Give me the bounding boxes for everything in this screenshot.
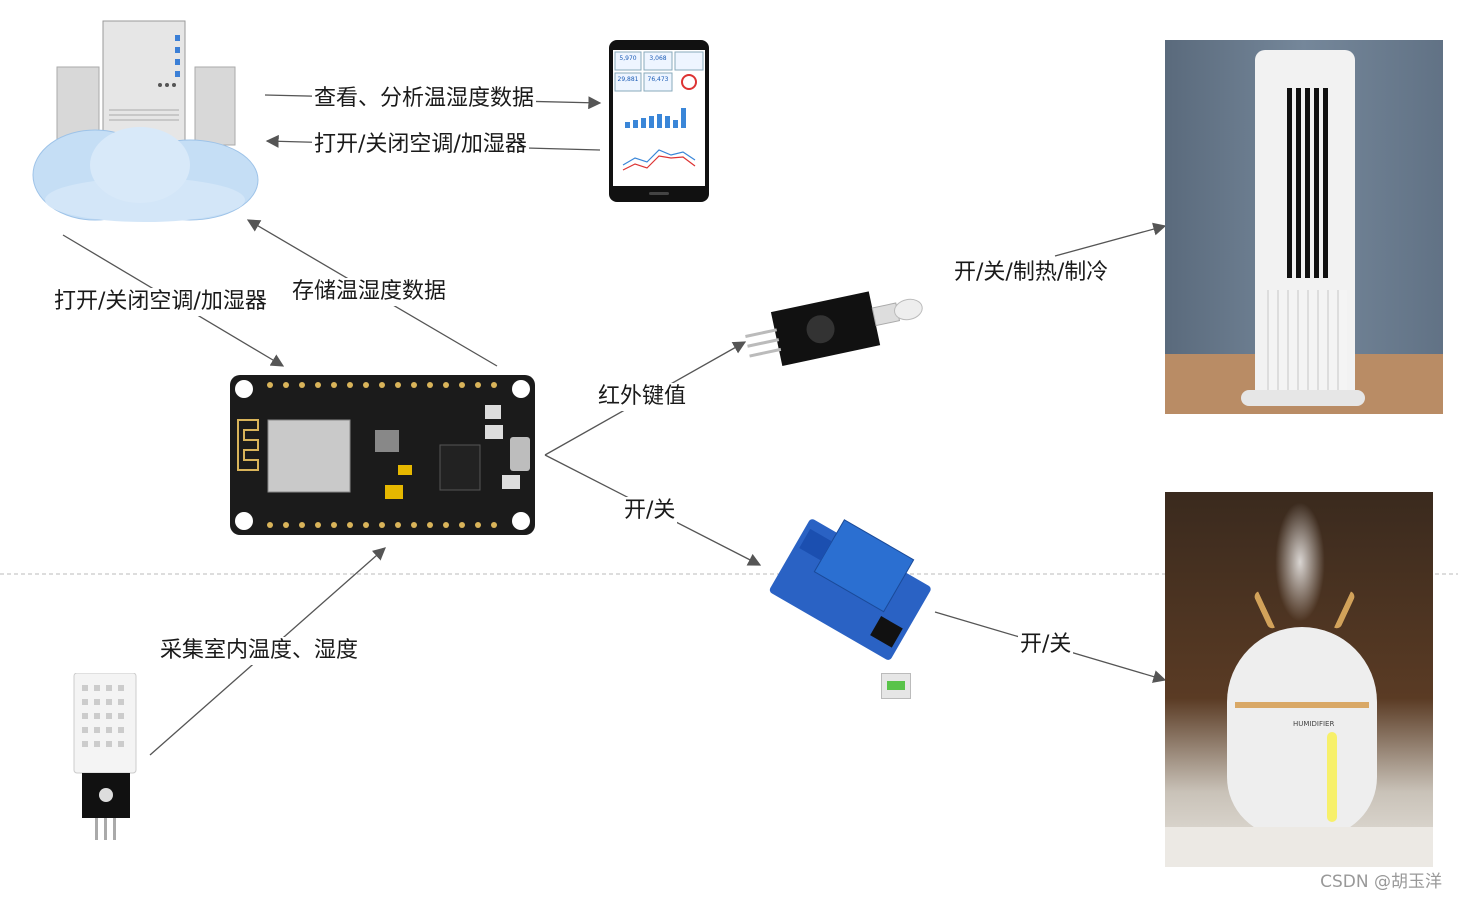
humidifier-brand-text: HUMIDIFIER	[1293, 720, 1335, 728]
cloud-server-icon	[32, 20, 259, 222]
label-humidifier-switch: 开/关	[1018, 631, 1074, 659]
label-relay-switch: 开/关	[622, 497, 678, 525]
phone-icon	[609, 40, 709, 202]
esp8266-board-icon	[230, 375, 535, 535]
relay-module-icon	[769, 519, 931, 660]
phone-stat-4: 76,473	[647, 76, 669, 83]
humidifier-image: HUMIDIFIER	[1165, 492, 1433, 867]
label-view-data: 查看、分析温湿度数据	[312, 85, 537, 113]
ir-transmitter-icon	[745, 291, 923, 366]
watermark: CSDN @胡玉洋	[1320, 872, 1442, 892]
phone-stat-3: 29,881	[617, 76, 639, 83]
label-toggle-from-cloud: 打开/关闭空调/加湿器	[52, 288, 269, 316]
label-collect-data: 采集室内温度、湿度	[158, 637, 361, 665]
label-ir-code: 红外键值	[596, 383, 689, 411]
arrow-ir-to-fan	[1054, 222, 1167, 257]
label-fan-mode: 开/关/制热/制冷	[952, 259, 1111, 287]
tower-fan-image	[1165, 40, 1443, 414]
phone-stat-1: 5,970	[619, 55, 637, 62]
dht-sensor-icon	[73, 673, 137, 840]
phone-stat-2: 3,068	[649, 55, 667, 62]
label-store-data: 存储温湿度数据	[290, 278, 449, 306]
led-indicator	[881, 673, 911, 699]
label-toggle-from-phone: 打开/关闭空调/加湿器	[312, 131, 529, 159]
